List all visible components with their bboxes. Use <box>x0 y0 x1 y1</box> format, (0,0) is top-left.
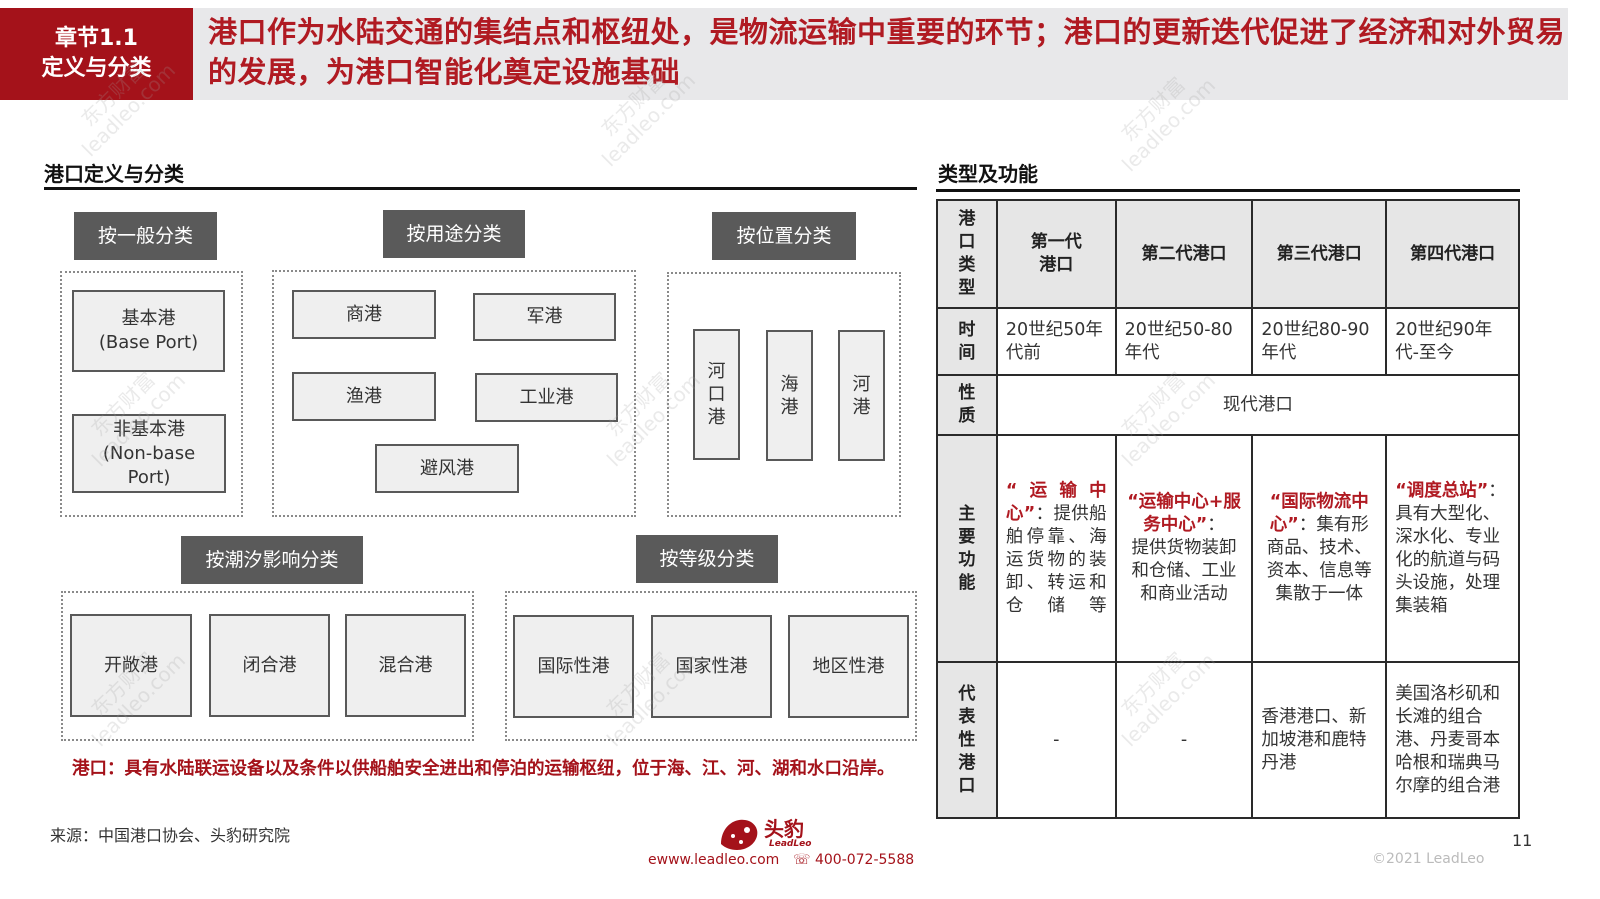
category-usage-label: 按用途分类 <box>383 210 525 258</box>
port-tide-mixed: 混合港 <box>345 614 466 717</box>
brand-name-en: LeadLeo <box>769 839 812 849</box>
right-section-title: 类型及功能 <box>938 162 1038 186</box>
gen-1-representative: - <box>995 661 1117 819</box>
category-tide-label: 按潮汐影响分类 <box>181 536 363 584</box>
port-type-non-base-en-1: (Non-base <box>102 442 196 464</box>
gen-4-representative: 美国洛杉矶和长滩的组合港、丹麦哥本哈根和瑞典马尔摩的组合港 <box>1385 661 1520 819</box>
right-section-rule <box>936 189 1520 192</box>
gen-3-function: “国际物流中心”：集有形商品、技术、资本、信息等集散于一体 <box>1251 434 1388 663</box>
port-usage-fishing: 渔港 <box>292 372 436 421</box>
footer-website[interactable]: ewww.leadleo.com <box>648 852 780 868</box>
footer-phone: ☏ 400-072-5588 <box>793 852 915 868</box>
table-row-representative: 代表性港口 - - 香港港口、新加坡港和鹿特丹港 美国洛杉矶和长滩的组合港、丹麦… <box>936 661 1520 819</box>
nature-cell: 现代港口 <box>996 374 1521 436</box>
gen-2-time: 20世纪50-80年代 <box>1114 307 1254 376</box>
category-grade-box <box>505 591 917 741</box>
copyright: ©2021 LeadLeo <box>1372 851 1485 867</box>
gen-2-representative: - <box>1114 661 1254 819</box>
port-tide-closed: 闭合港 <box>209 614 330 717</box>
gen-3-time: 20世纪80-90年代 <box>1251 307 1388 376</box>
chapter-name: 定义与分类 <box>41 56 152 81</box>
gen-3-header: 第三代港口 <box>1251 199 1388 309</box>
port-definition-note: 港口：具有水陆联运设备以及条件以供船舶安全进出和停泊的运输枢纽，位于海、江、河、… <box>72 759 895 779</box>
category-tide-box <box>61 591 474 741</box>
chapter-number: 章节1.1 <box>55 26 138 51</box>
row-header-function: 主要功能 <box>936 434 998 663</box>
left-section-rule <box>44 187 917 190</box>
port-grade-national: 国家性港 <box>651 615 772 718</box>
table-row-function: 主要功能 “运输中心”：提供船舶停靠、海运货物的装卸、转运和仓储等 “运输中心+… <box>936 434 1520 663</box>
port-type-base-en: (Base Port) <box>98 332 199 353</box>
page-headline: 港口作为水陆交通的集结点和枢纽处，是物流运输中重要的环节；港口的更新迭代促进了经… <box>208 15 1566 89</box>
brand-name-cn: 头豹 <box>764 817 804 841</box>
category-general-box <box>60 271 243 517</box>
header-bar <box>0 8 1568 100</box>
gen-1-function: “运输中心”：提供船舶停靠、海运货物的装卸、转运和仓储等 <box>995 434 1117 663</box>
web-icon: e <box>648 852 657 868</box>
category-location-label: 按位置分类 <box>712 212 856 260</box>
port-grade-international: 国际性港 <box>513 615 634 718</box>
gen-1-time: 20世纪50年代前 <box>995 307 1117 376</box>
gen-2-function: “运输中心+服务中心”：提供货物装卸和仓储、工业和商业活动 <box>1114 434 1254 663</box>
port-usage-industrial: 工业港 <box>475 373 618 422</box>
port-type-non-base-en-2: Port) <box>127 466 171 488</box>
port-tide-open: 开敞港 <box>70 614 192 717</box>
leopard-logo-icon <box>721 819 758 850</box>
port-location-estuary: 河口港 <box>693 329 740 460</box>
row-header-nature: 性质 <box>936 374 998 436</box>
port-usage-commercial: 商港 <box>292 290 436 339</box>
port-location-river-text: 河港 <box>852 373 871 418</box>
port-location-river: 河港 <box>838 330 885 461</box>
gen-4-header: 第四代港口 <box>1385 199 1520 309</box>
gen-1-header: 第一代港口 <box>995 199 1117 309</box>
port-type-non-base: 非基本港 (Non-base Port) <box>72 414 226 493</box>
port-type-non-base-name: 非基本港 <box>113 418 185 440</box>
port-generations-table: 港口类型 第一代港口 第二代港口 第三代港口 第四代港口 时间 20世纪50年代… <box>936 199 1521 819</box>
row-header-time: 时间 <box>936 307 998 376</box>
left-section-title: 港口定义与分类 <box>44 162 184 186</box>
port-usage-shelter: 避风港 <box>375 444 519 493</box>
port-type-base-name: 基本港 <box>121 308 176 329</box>
category-location-box <box>667 272 901 517</box>
table-row-nature: 性质 现代港口 <box>936 374 1521 436</box>
port-type-base: 基本港 (Base Port) <box>72 290 225 372</box>
port-location-estuary-text: 河口港 <box>707 361 726 428</box>
source-note: 来源：中国港口协会、头豹研究院 <box>50 826 291 845</box>
gen-2-header: 第二代港口 <box>1114 199 1254 309</box>
gen-4-time: 20世纪90年代-至今 <box>1385 307 1520 376</box>
category-grade-label: 按等级分类 <box>636 535 778 583</box>
port-grade-regional: 地区性港 <box>788 615 909 718</box>
table-row-time: 时间 20世纪50年代前 20世纪50-80年代 20世纪80-90年代 20世… <box>936 307 1520 376</box>
port-usage-military: 军港 <box>473 293 616 341</box>
chapter-badge: 章节1.1 定义与分类 <box>0 8 193 100</box>
gen-3-representative: 香港港口、新加坡港和鹿特丹港 <box>1251 661 1388 819</box>
row-header-representative: 代表性港口 <box>936 661 998 819</box>
row-header-type: 港口类型 <box>936 199 998 309</box>
table-row-type: 港口类型 第一代港口 第二代港口 第三代港口 第四代港口 <box>936 199 1520 309</box>
category-usage-box <box>272 270 636 517</box>
port-location-sea-text: 海港 <box>780 373 799 418</box>
phone-icon: ☏ <box>793 852 815 868</box>
gen-4-function: “调度总站”：具有大型化、深水化、专业化的航道与码头设施，处理集装箱 <box>1385 434 1520 663</box>
page-number: 11 <box>1512 831 1533 850</box>
category-general-label: 按一般分类 <box>74 212 217 260</box>
port-location-sea: 海港 <box>766 330 813 461</box>
